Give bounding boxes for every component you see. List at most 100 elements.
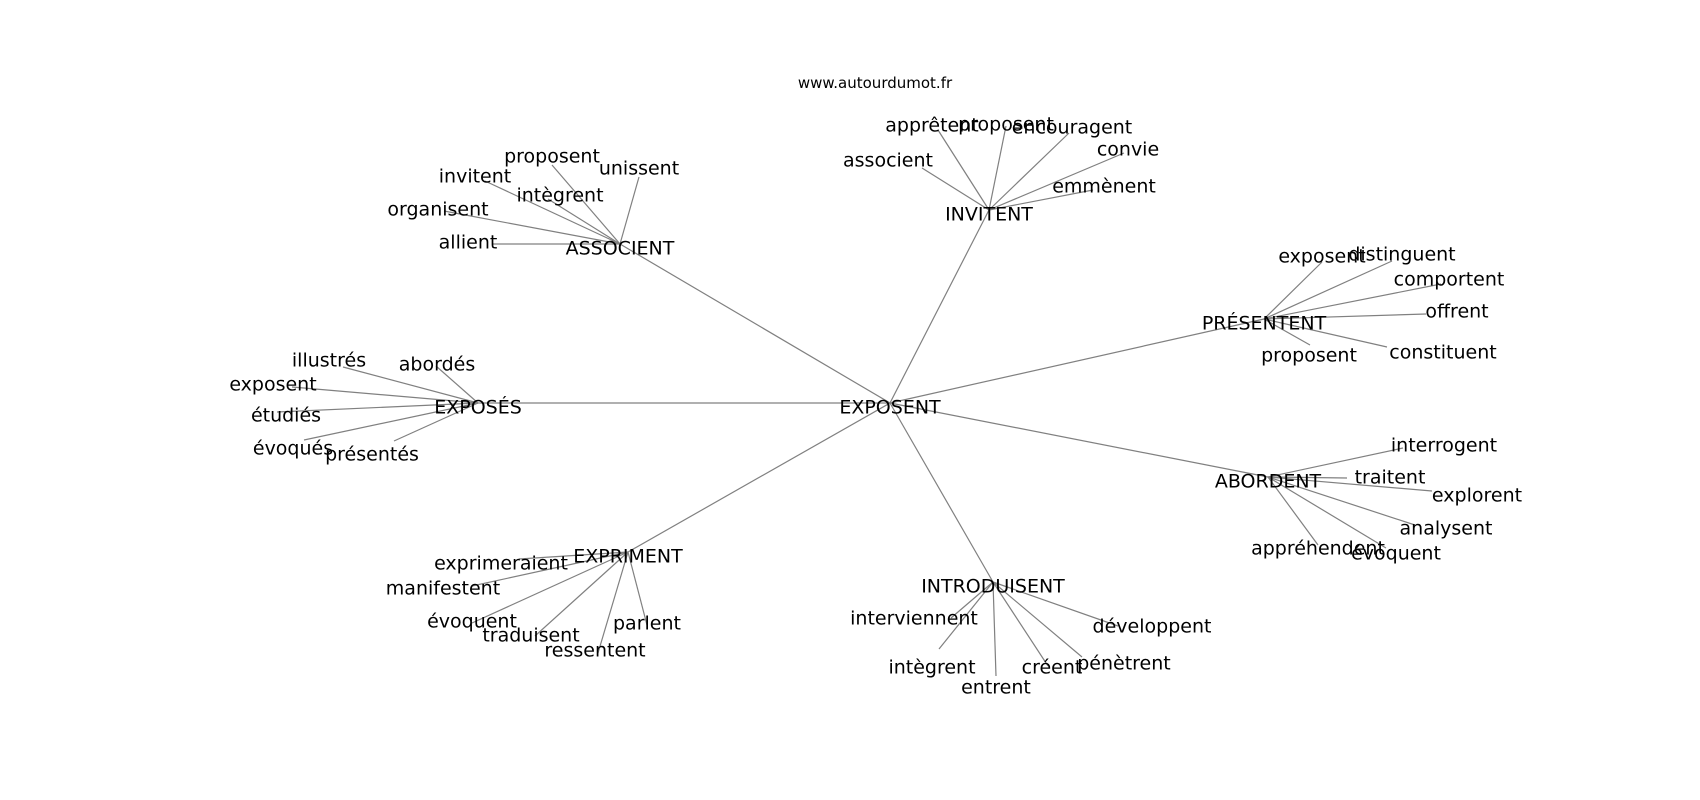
leaf-node[interactable]: développent [1093, 616, 1212, 638]
leaf-node[interactable]: interrogent [1391, 435, 1497, 457]
edge-hub-6-leaf [992, 581, 1049, 667]
center-node[interactable]: EXPOSENT [839, 397, 941, 419]
edge-hub-1-leaf [988, 152, 1125, 211]
leaf-node[interactable]: manifestent [386, 578, 500, 600]
hub-node[interactable]: INTRODUISENT [921, 576, 1065, 598]
hub-node[interactable]: INVITENT [945, 204, 1033, 226]
hub-node[interactable]: EXPRIMENT [573, 546, 683, 568]
leaf-node[interactable]: constituent [1389, 342, 1496, 364]
leaf-node[interactable]: traitent [1355, 467, 1426, 489]
leaf-node[interactable]: explorent [1432, 485, 1522, 507]
leaf-node[interactable]: apprêtent [885, 115, 978, 137]
leaf-node[interactable]: exprimeraient [434, 553, 568, 575]
edge-hub-1-leaf [937, 129, 990, 211]
leaf-node[interactable]: comportent [1394, 269, 1505, 291]
leaf-node[interactable]: appréhendent [1251, 538, 1385, 560]
edge-hub-3-leaf [342, 366, 479, 404]
edge-hub-3-leaf [276, 402, 479, 413]
leaf-node[interactable]: exposent [1278, 246, 1365, 268]
edge-center-to-2 [889, 318, 1265, 404]
hub-node[interactable]: ASSOCIENT [566, 238, 675, 260]
edge-hub-4-leaf [1267, 476, 1348, 479]
leaf-node[interactable]: exposent [229, 374, 316, 396]
edge-hub-2-leaf [1263, 313, 1427, 320]
leaf-node[interactable]: convie [1097, 139, 1159, 161]
edge-hub-6-leaf [992, 581, 1119, 627]
edge-hub-6-leaf [950, 581, 994, 619]
leaf-node[interactable]: proposent [958, 114, 1054, 136]
edge-hub-4-leaf [1267, 476, 1387, 549]
leaf-node[interactable]: intègrent [888, 657, 975, 679]
edge-hub-4-leaf [1267, 476, 1416, 526]
leaf-node[interactable]: offrent [1425, 301, 1488, 323]
hub-node[interactable]: PRÉSENTENT [1202, 312, 1327, 335]
edge-hub-4-leaf [1267, 476, 1433, 492]
edge-hub-5-leaf [534, 551, 629, 637]
edge-hub-3-leaf [303, 402, 479, 441]
leaf-node[interactable]: interviennent [850, 608, 978, 630]
leaf-node[interactable]: proposent [1261, 345, 1357, 367]
leaf-node[interactable]: analysent [1400, 518, 1493, 540]
edge-hub-6-leaf [992, 581, 997, 677]
edge-hub-5-leaf [518, 551, 629, 560]
hub-node[interactable]: EXPOSÉS [434, 396, 522, 419]
edge-hub-1-leaf [988, 132, 1070, 211]
edge-hub-0-leaf [484, 180, 621, 245]
edge-hub-1-leaf [988, 189, 1094, 211]
edge-hub-6-leaf [992, 581, 1083, 658]
edge-hub-0-leaf [551, 164, 621, 245]
edges-layer [276, 125, 1442, 677]
leaf-node[interactable]: unissent [599, 158, 679, 180]
edge-hub-3-leaf [435, 365, 479, 404]
leaf-node[interactable]: ressentent [544, 640, 645, 662]
edge-hub-4-leaf [1267, 476, 1319, 546]
leaf-node[interactable]: présentés [325, 444, 419, 466]
edge-hub-2-leaf [1263, 318, 1311, 346]
edge-hub-5-leaf [627, 551, 648, 626]
leaf-node[interactable]: créent [1022, 657, 1083, 679]
leaf-node[interactable]: évoquent [427, 611, 517, 633]
leaf-node[interactable]: traduisent [482, 625, 579, 647]
leaf-node[interactable]: invitent [439, 166, 511, 188]
leaf-node[interactable]: étudiés [251, 405, 321, 427]
edge-hub-5-leaf [471, 551, 629, 624]
leaf-node[interactable]: entrent [961, 677, 1031, 699]
website-label[interactable]: www.autourdumot.fr [798, 74, 953, 92]
leaf-node[interactable]: organisent [387, 199, 488, 221]
edge-hub-2-leaf [1263, 261, 1323, 320]
edge-hub-1-leaf [988, 125, 1007, 211]
edge-hub-4-leaf [1267, 447, 1404, 478]
leaf-node[interactable]: parlent [613, 613, 681, 635]
edge-hub-2-leaf [1263, 283, 1442, 320]
edge-hub-0-leaf [547, 198, 621, 245]
leaf-node[interactable]: emmènent [1052, 176, 1156, 198]
edge-hub-2-leaf [1263, 318, 1388, 348]
edge-hub-3-leaf [291, 386, 479, 404]
leaf-node[interactable]: illustrés [292, 350, 366, 372]
edge-center-to-5 [627, 402, 891, 553]
edge-center-to-4 [889, 402, 1269, 478]
leaf-node[interactable]: associent [843, 150, 933, 172]
edge-center-to-6 [889, 402, 994, 583]
edge-center-to-0 [619, 243, 891, 404]
leaf-node[interactable]: proposent [504, 146, 600, 168]
leaf-node[interactable]: allient [439, 232, 498, 254]
leaf-node[interactable]: distinguent [1348, 244, 1455, 266]
labels-layer: www.autourdumot.fr EXPOSENT ASSOCIENT prop… [229, 74, 1522, 699]
edge-hub-2-leaf [1263, 260, 1393, 320]
edge-hub-0-leaf [443, 210, 621, 245]
leaf-node[interactable]: évoquent [1351, 543, 1441, 565]
leaf-node[interactable]: intègrent [516, 185, 603, 207]
edge-hub-1-leaf [921, 167, 990, 211]
leaf-node[interactable]: pénètrent [1077, 653, 1171, 675]
edge-hub-5-leaf [597, 551, 629, 654]
hub-node[interactable]: ABORDENT [1215, 471, 1322, 493]
edge-hub-5-leaf [471, 551, 629, 587]
leaf-node[interactable]: évoqués [253, 438, 333, 460]
leaf-node[interactable]: encouragent [1012, 117, 1133, 139]
leaf-node[interactable]: abordés [399, 354, 475, 376]
edge-hub-6-leaf [938, 581, 994, 650]
edge-hub-3-leaf [393, 402, 479, 442]
edge-hub-0-leaf [619, 176, 640, 245]
